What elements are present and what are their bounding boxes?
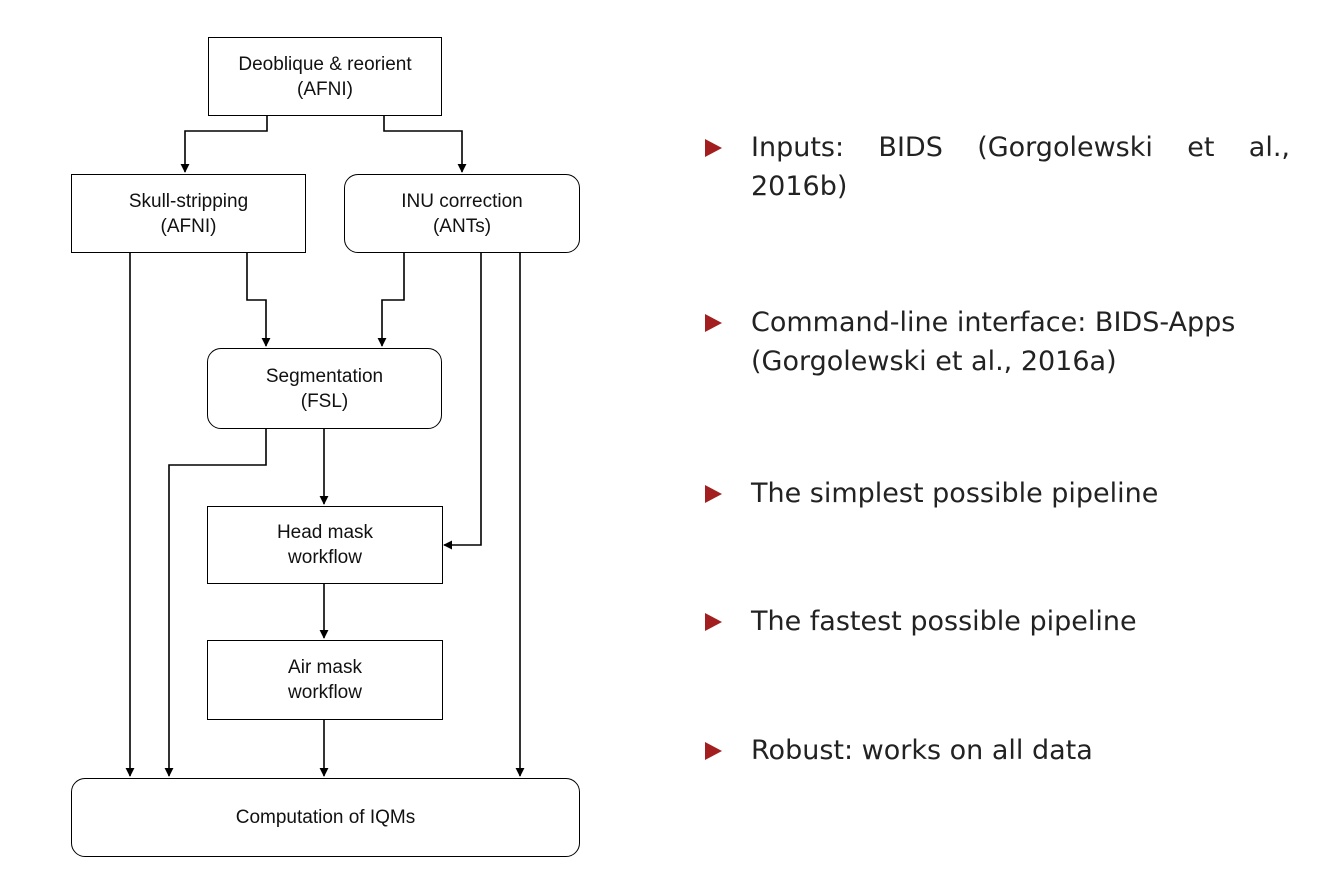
bullet-triangle-icon	[705, 613, 722, 631]
node-head-mask-workflow: Head mask workflow	[207, 506, 443, 584]
node-segmentation: Segmentation (FSL)	[207, 348, 442, 429]
node-air-mask-workflow: Air mask workflow	[207, 640, 443, 720]
bullet-text: The fastest possible pipeline	[751, 606, 1137, 637]
bullet-item-inputs: Inputs: BIDS (Gorgolewski et al., 2016b)	[705, 128, 1290, 206]
node-deoblique-line2: (AFNI)	[297, 78, 353, 100]
edge-segmentation-to-iqms	[164, 428, 267, 777]
node-iqms-label: Computation of IQMs	[235, 807, 416, 828]
node-segmentation-line1: Segmentation	[265, 365, 384, 387]
edge-inu-to-segmentation	[377, 252, 405, 347]
bullet-triangle-icon	[705, 314, 722, 332]
bullet-text: Inputs: BIDS (Gorgolewski et al., 2016b)	[751, 132, 1290, 202]
node-skullstrip-line1: Skull-stripping	[128, 190, 249, 212]
bullet-text: Robust: works on all data	[751, 735, 1093, 766]
node-deoblique-reorient: Deoblique & reorient (AFNI)	[208, 37, 442, 116]
bullet-item-robust: Robust: works on all data	[705, 731, 1290, 770]
node-skull-stripping: Skull-stripping (AFNI)	[71, 174, 306, 253]
node-inu-line1: INU correction	[401, 190, 523, 212]
bullet-text: The simplest possible pipeline	[751, 478, 1159, 509]
edge-skullstrip-to-segmentation	[246, 252, 271, 347]
node-computation-of-iqms: Computation of IQMs	[71, 778, 580, 857]
node-headmask-line2: workflow	[288, 547, 362, 568]
bullet-triangle-icon	[705, 742, 722, 760]
node-deoblique-line1: Deoblique & reorient	[238, 53, 412, 75]
node-airmask-line2: workflow	[288, 682, 362, 703]
node-segmentation-line2: (FSL)	[300, 390, 349, 412]
node-headmask-line1: Head mask	[276, 522, 374, 543]
bullet-item-simplest: The simplest possible pipeline	[705, 474, 1290, 513]
edge-deoblique-to-skullstrip	[180, 115, 268, 173]
bullet-text: Command-line interface: BIDS-Apps (Gorgo…	[751, 307, 1236, 377]
node-skullstrip-line2: (AFNI)	[160, 215, 217, 237]
edge-deoblique-to-inu	[383, 115, 467, 173]
bullet-triangle-icon	[705, 485, 722, 503]
bullet-item-fastest: The fastest possible pipeline	[705, 602, 1290, 641]
bullet-triangle-icon	[705, 139, 722, 157]
node-inu-line2: (ANTs)	[432, 215, 492, 237]
edge-inu-to-headmask	[443, 252, 482, 550]
bullet-item-cli: Command-line interface: BIDS-Apps (Gorgo…	[705, 303, 1290, 381]
node-inu-correction: INU correction (ANTs)	[344, 174, 580, 253]
node-airmask-line1: Air mask	[288, 657, 362, 678]
